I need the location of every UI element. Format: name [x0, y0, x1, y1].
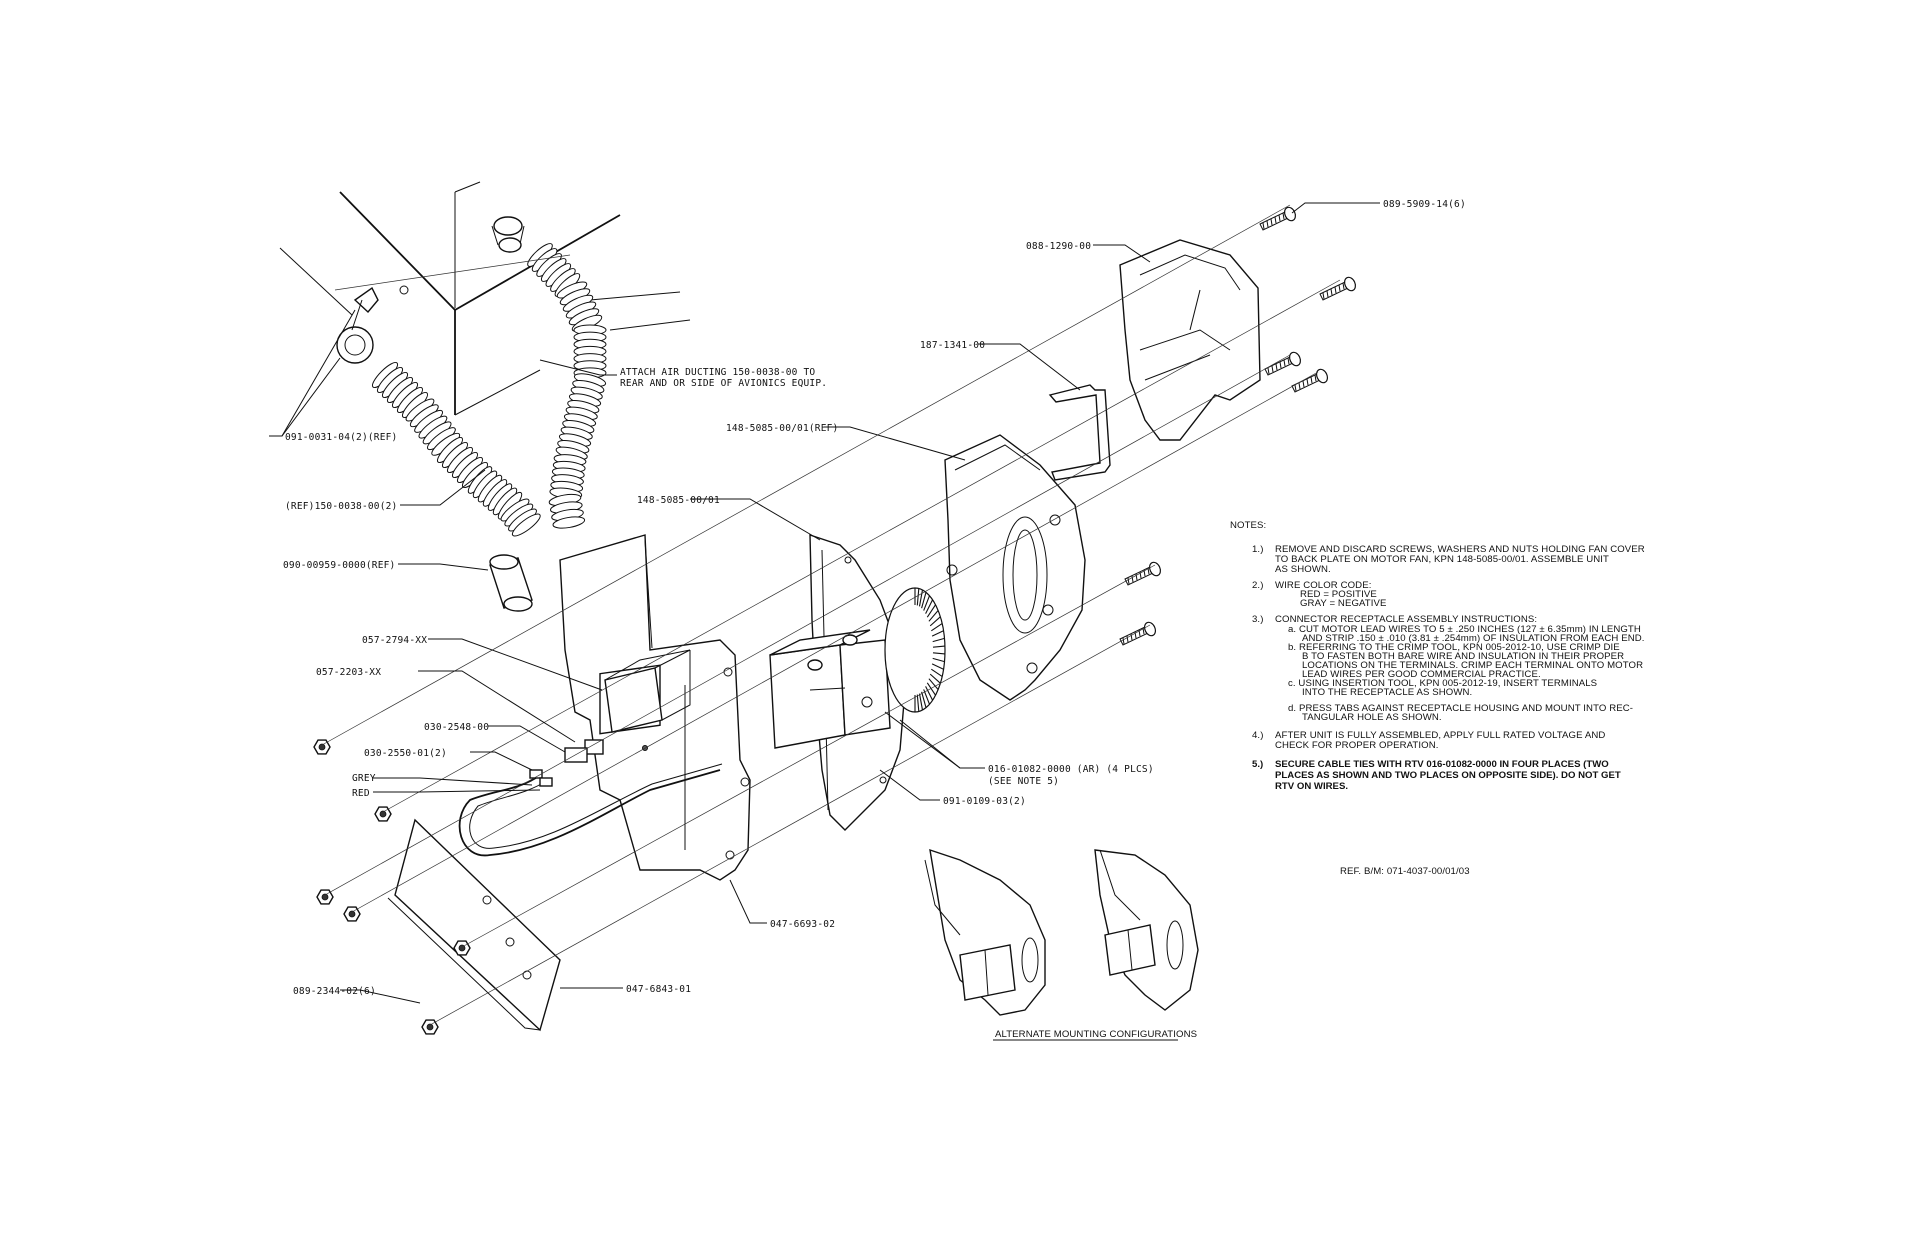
note-2-line2: RED = POSITIVE [1300, 589, 1377, 600]
label-grey: GREY [352, 773, 376, 784]
bracket-187-part [1048, 384, 1111, 481]
notes-heading: NOTES: [1230, 520, 1266, 531]
label-187-1341: 187-1341-00 [920, 340, 985, 351]
note-1-line3: AS SHOWN. [1275, 564, 1331, 575]
fan-impeller [884, 587, 946, 713]
ref-bm: REF. B/M: 071-4037-00/01/03 [1340, 866, 1470, 877]
label-rtv-line2: (SEE NOTE 5) [988, 776, 1059, 787]
label-047-6843: 047-6843-01 [626, 984, 691, 995]
top-sleeve [491, 216, 525, 253]
clamp-part [336, 285, 409, 364]
label-091-0109: 091-0109-03(2) [943, 796, 1026, 807]
connector-housing-part [564, 649, 691, 763]
alt-mounting-caption: ALTERNATE MOUNTING CONFIGURATIONS [995, 1029, 1197, 1040]
note-3-num: 3.) [1252, 614, 1264, 625]
note-3a-line2: AND STRIP .150 ± .010 (3.81 ± .254mm) OF… [1302, 633, 1645, 644]
note-3c-line1: c. USING INSERTION TOOL, KPN 005-2012-19… [1288, 678, 1597, 689]
note-5-line2: PLACES AS SHOWN AND TWO PLACES ON OPPOSI… [1275, 770, 1621, 781]
note-3d-line2: TANGULAR HOLE AS SHOWN. [1302, 712, 1442, 723]
note-3-line1: CONNECTOR RECEPTACLE ASSEMBLY INSTRUCTIO… [1275, 614, 1537, 625]
note-4-line2: CHECK FOR PROPER OPERATION. [1275, 740, 1439, 751]
label-150-0038: (REF)150-0038-00(2) [285, 501, 397, 512]
note-3a-line1: a. CUT MOTOR LEAD WIRES TO 5 ± .250 INCH… [1288, 624, 1641, 635]
note-1-num: 1.) [1252, 544, 1264, 555]
note-3b-line4: LEAD WIRES PER GOOD COMMERCIAL PRACTICE. [1302, 669, 1541, 680]
label-089-5909: 089-5909-14(6) [1383, 199, 1466, 210]
fan-cover-part [1119, 239, 1261, 441]
avionics-equipment-box [279, 181, 691, 416]
label-091-0031: 091-0031-04(2)(REF) [285, 432, 397, 443]
mounting-bracket-part [387, 818, 561, 1032]
sleeve-part [489, 554, 533, 612]
label-088-1290: 088-1290-00 [1026, 241, 1091, 252]
note-3c-line2: INTO THE RECEPTACLE AS SHOWN. [1302, 687, 1472, 698]
fan-housing-part [944, 434, 1086, 701]
label-089-2344: 089-2344-02(6) [293, 986, 376, 997]
note-4-num: 4.) [1252, 730, 1264, 741]
label-attach-line1: ATTACH AIR DUCTING 150-0038-00 TO [620, 367, 815, 378]
nuts-089-2344 [313, 739, 471, 1035]
note-3d-line1: d. PRESS TABS AGAINST RECEPTACLE HOUSING… [1288, 703, 1633, 714]
motor-block-part [769, 629, 891, 749]
flex-duct-right [527, 243, 607, 529]
label-047-6693: 047-6693-02 [770, 919, 835, 930]
alt-config-sketch-left [924, 848, 1046, 1016]
note-5-num: 5.) [1252, 759, 1263, 770]
note-5-line1: SECURE CABLE TIES WITH RTV 016-01082-000… [1275, 759, 1609, 770]
note-1-line1: REMOVE AND DISCARD SCREWS, WASHERS AND N… [1275, 544, 1645, 555]
note-3b-line2: B TO FASTEN BOTH BARE WIRE AND INSULATIO… [1302, 651, 1624, 662]
screws-089-5909 [1119, 206, 1357, 646]
label-057-2203: 057-2203-XX [316, 667, 381, 678]
label-057-2794: 057-2794-XX [362, 635, 427, 646]
label-148-5085-ref: 148-5085-00/01(REF) [726, 423, 838, 434]
label-030-2550: 030-2550-01(2) [364, 748, 447, 759]
note-2-num: 2.) [1252, 580, 1264, 591]
label-148-5085: 148-5085-00/01 [637, 495, 720, 506]
note-2-line3: GRAY = NEGATIVE [1300, 598, 1387, 609]
note-3b-line3: LOCATIONS ON THE TERMINALS. CRIMP EACH T… [1302, 660, 1643, 671]
leader-lines [269, 202, 1380, 1004]
label-030-2548: 030-2548-00 [424, 722, 489, 733]
motor-lead-wires [458, 763, 723, 857]
note-4-line1: AFTER UNIT IS FULLY ASSEMBLED, APPLY FUL… [1275, 730, 1605, 741]
note-1-line2: TO BACK PLATE ON MOTOR FAN, KPN 148-5085… [1275, 554, 1609, 565]
callout-labels: 089-5909-14(6) 088-1290-00 187-1341-00 1… [283, 199, 1466, 997]
note-5-line3: RTV ON WIRES. [1275, 781, 1348, 792]
alt-config-sketch-right [1094, 849, 1199, 1011]
label-090-00959: 090-00959-0000(REF) [283, 560, 395, 571]
notes-block: NOTES: 1.) REMOVE AND DISCARD SCREWS, WA… [1230, 520, 1645, 792]
alignment-lines [321, 204, 1341, 1026]
label-attach-line2: REAR AND OR SIDE OF AVIONICS EQUIP. [620, 378, 827, 389]
label-red: RED [352, 788, 370, 799]
label-rtv-line1: 016-01082-0000 (AR) (4 PLCS) [988, 764, 1154, 775]
note-3b-line1: b. REFERRING TO THE CRIMP TOOL, KPN 005-… [1288, 642, 1620, 653]
flex-duct-left [371, 361, 541, 537]
note-2-line1: WIRE COLOR CODE: [1275, 580, 1371, 591]
